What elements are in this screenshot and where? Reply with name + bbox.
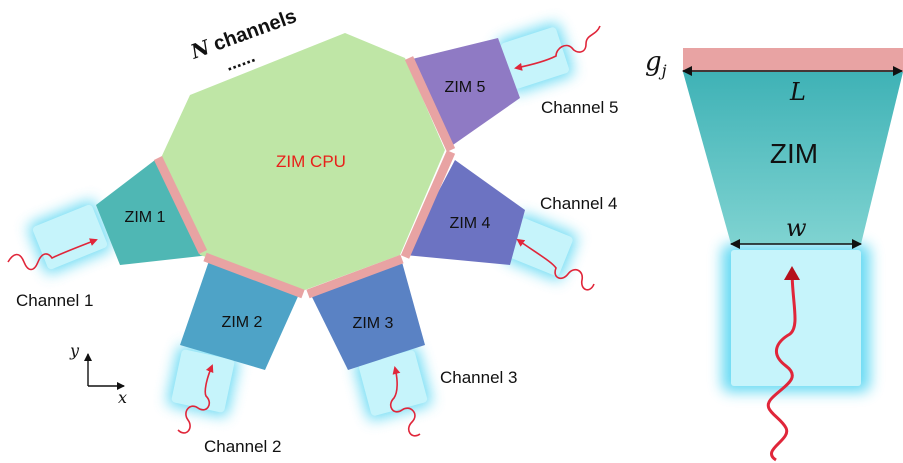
zim-cpu-block [160, 33, 445, 290]
wave-channel-4 [516, 238, 595, 291]
gap-strips [153, 56, 456, 299]
wave-channel-5 [514, 25, 601, 71]
zim-cpu-label: ZIM CPU [276, 152, 346, 171]
detail-zim-block [683, 72, 903, 244]
zim-2-label: ZIM 2 [222, 314, 263, 331]
zim-5-label: ZIM 5 [445, 79, 486, 96]
channel-5-box [496, 22, 574, 94]
channel-2-box [167, 345, 239, 417]
channel-5-label: Channel 5 [541, 98, 619, 117]
wave-channel-3 [389, 366, 421, 437]
detail-zim-label: ZIM [770, 138, 818, 169]
channel-1-label: Channel 1 [16, 291, 94, 310]
detail-wave [766, 266, 801, 462]
zim-3-block [310, 262, 425, 370]
y-axis-label: y [69, 341, 80, 360]
zim-3-label: ZIM 3 [353, 315, 394, 332]
zim-5-block [408, 38, 520, 147]
zim-4-label: ZIM 4 [450, 215, 491, 232]
wave-lines [7, 25, 601, 437]
channel-3-label: Channel 3 [440, 368, 518, 387]
x-axis-label: x [118, 388, 127, 407]
length-symbol: L [789, 78, 806, 106]
gap-symbol: gj [645, 47, 667, 80]
zim-4-block [405, 160, 525, 265]
width-symbol: w [786, 214, 807, 242]
channel-3-box [354, 345, 432, 421]
channel-4-box [502, 213, 578, 281]
wave-channel-2 [177, 364, 214, 434]
channel-4-label: Channel 4 [540, 194, 618, 213]
channel-2-label: Channel 2 [204, 437, 282, 456]
detail-gap-strip [683, 48, 903, 72]
zim-1-label: ZIM 1 [125, 209, 166, 226]
zim-1-block [96, 160, 210, 265]
xy-axis [84, 353, 125, 390]
wave-channel-1 [7, 238, 98, 271]
